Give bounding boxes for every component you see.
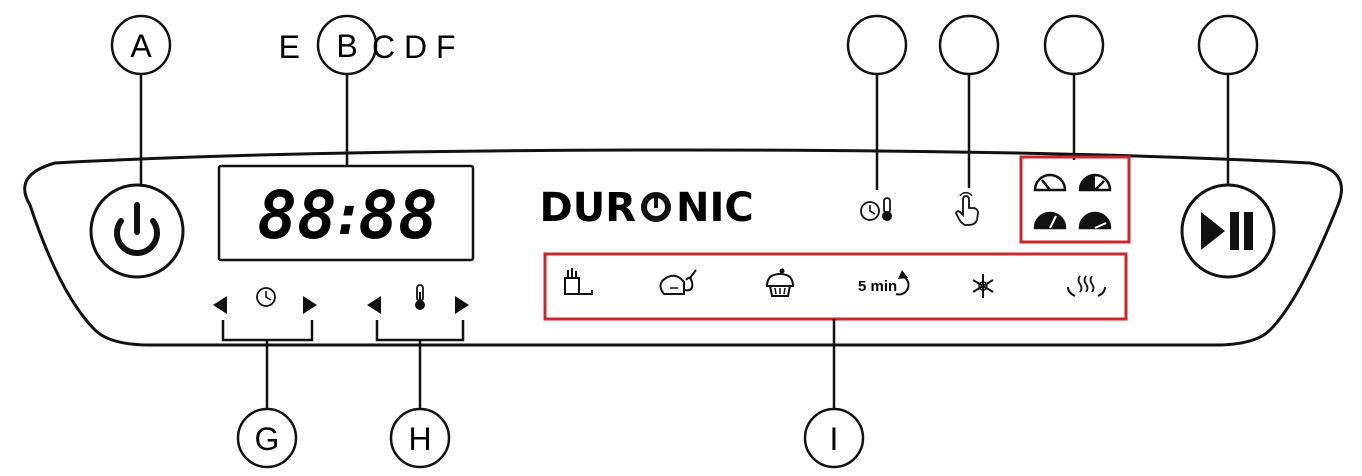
play-pause-button[interactable] — [1180, 183, 1276, 279]
callout-i: I — [803, 407, 865, 469]
power-button[interactable] — [89, 183, 185, 279]
callout-i-label: I — [830, 421, 839, 457]
temp-decrease-arrow[interactable] — [367, 296, 381, 314]
callout-g-label: G — [255, 421, 280, 457]
touch-hand-icon — [955, 191, 979, 226]
gauge-icon[interactable] — [1033, 173, 1067, 192]
time-adjust-group — [213, 287, 317, 410]
temp-increase-arrow[interactable] — [455, 296, 469, 314]
lcd-display: 88 : 88 — [217, 164, 475, 262]
callout-b-label: B — [336, 28, 357, 64]
thermometer-icon — [415, 284, 425, 310]
gauge-icon[interactable] — [1033, 211, 1067, 230]
clock-icon — [860, 201, 880, 221]
thermometer-icon — [882, 197, 892, 221]
cupcake-icon[interactable] — [765, 268, 795, 297]
callout-a-label: A — [130, 28, 152, 64]
display-digits-left: 88 — [257, 177, 336, 254]
preset-programs-highlight — [543, 252, 1128, 321]
callout-e-label: E — [279, 29, 300, 65]
temp-adjust-group — [367, 284, 469, 410]
clock-icon — [256, 287, 276, 307]
preset-programs-group: 5 min — [543, 252, 1128, 321]
display-digits-right: 88 — [358, 177, 437, 254]
fries-icon[interactable] — [564, 268, 593, 295]
callout-empty-1 — [846, 14, 908, 76]
brand-power-o-icon — [641, 192, 671, 222]
callout-h: H — [389, 407, 451, 469]
time-decrease-arrow[interactable] — [213, 296, 227, 314]
gauge-icon[interactable] — [1078, 173, 1112, 192]
snowflake-icon[interactable] — [972, 274, 994, 298]
callout-b-group: E B C D F — [279, 14, 456, 76]
callout-cdf-label: C D F — [372, 29, 456, 65]
brand-logo: DUR NIC — [540, 185, 754, 231]
panel-outline — [23, 148, 1343, 347]
callout-h-label: H — [408, 421, 431, 457]
callout-empty-3 — [1043, 14, 1105, 76]
timer-label: 5 min — [858, 278, 897, 295]
brand-left: DUR — [540, 185, 636, 231]
five-minute-preheat-icon[interactable]: 5 min — [858, 270, 910, 296]
callout-a: A — [110, 14, 172, 76]
display-separator: : — [332, 184, 365, 247]
timer-temp-indicator — [860, 197, 892, 221]
callout-g: G — [236, 407, 298, 469]
callout-empty-2 — [938, 14, 1000, 76]
fan-speed-group — [1019, 155, 1131, 244]
power-icon — [114, 202, 160, 256]
callout-empty-4 — [1197, 14, 1259, 76]
chicken-icon[interactable] — [659, 269, 697, 295]
heat-waves-icon[interactable] — [1067, 275, 1106, 297]
fan-speed-highlight — [1019, 155, 1131, 244]
play-pause-icon — [1201, 212, 1253, 250]
brand-right: NIC — [676, 185, 754, 231]
time-bracket — [221, 320, 314, 342]
temp-bracket — [375, 320, 465, 342]
time-increase-arrow[interactable] — [303, 296, 317, 314]
gauge-icon[interactable] — [1078, 211, 1112, 230]
